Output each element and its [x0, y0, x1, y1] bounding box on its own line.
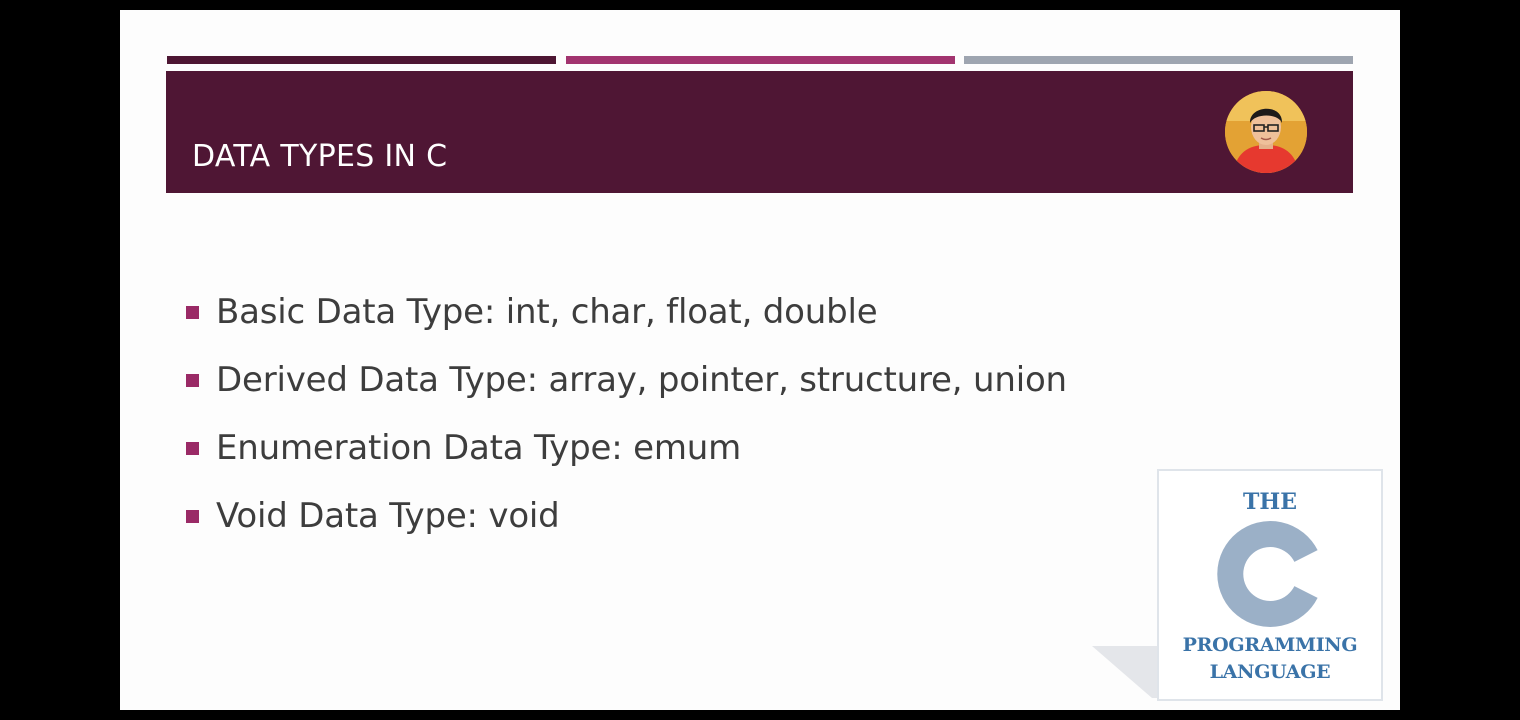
c-programming-logo: THE PROGRAMMING LANGUAGE	[1157, 469, 1383, 701]
logo-line-programming: PROGRAMMING	[1182, 634, 1358, 656]
bullet-text: Basic Data Type: int, char, float, doubl…	[216, 292, 878, 332]
logo-c-letter	[1217, 521, 1318, 627]
bullet-text: Derived Data Type: array, pointer, struc…	[216, 360, 1067, 400]
slide-title: DATA TYPES IN C	[192, 139, 448, 174]
presenter-avatar	[1225, 91, 1307, 173]
accent-bar-magenta	[566, 56, 955, 64]
bullet-marker	[186, 441, 199, 455]
bullet-item-enumeration: Enumeration Data Type: emum	[186, 414, 1067, 482]
bullet-item-basic: Basic Data Type: int, char, float, doubl…	[186, 278, 1067, 346]
title-banner: DATA TYPES IN C	[166, 71, 1353, 193]
accent-bar-dark	[167, 56, 556, 64]
bullet-list: Basic Data Type: int, char, float, doubl…	[186, 278, 1067, 550]
bullet-text: Enumeration Data Type: emum	[216, 428, 742, 468]
presentation-slide: DATA TYPES IN C Basic Data Type: int, ch…	[120, 10, 1400, 710]
logo-language-text: PROGRAMMING LANGUAGE	[1159, 632, 1381, 686]
presenter-photo	[1225, 91, 1307, 173]
accent-bar-gray	[964, 56, 1353, 64]
bullet-text: Void Data Type: void	[216, 496, 560, 536]
logo-line-language: LANGUAGE	[1209, 661, 1331, 683]
bullet-marker	[186, 305, 199, 319]
bullet-marker	[186, 509, 199, 523]
bullet-item-void: Void Data Type: void	[186, 482, 1067, 550]
bullet-item-derived: Derived Data Type: array, pointer, struc…	[186, 346, 1067, 414]
bullet-marker	[186, 373, 199, 387]
logo-the-text: THE	[1243, 489, 1297, 515]
